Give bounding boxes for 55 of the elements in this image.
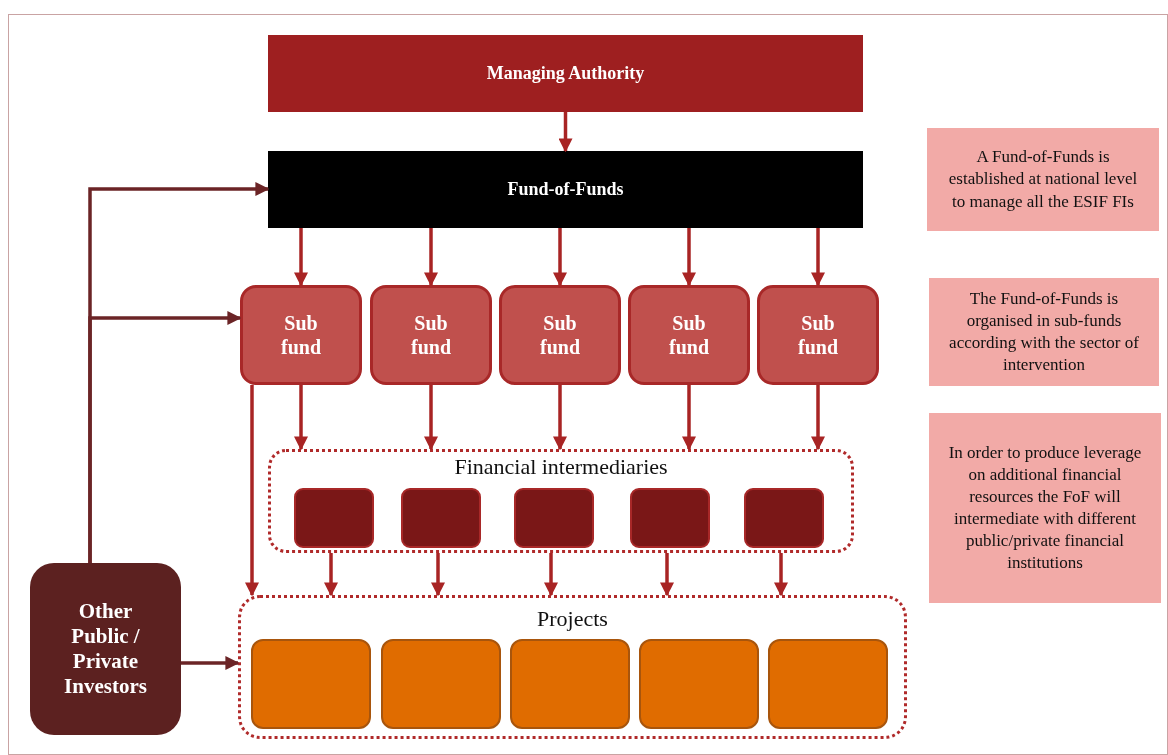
group-heading: Projects: [537, 606, 608, 632]
project-box: [639, 639, 759, 729]
sub-fund-box: [370, 285, 492, 385]
box-label: In order to produce leverage on additional financial resources the FoF will intermediate with different public/private financial institutions: [947, 441, 1143, 575]
arrow: [682, 385, 696, 451]
arrow: [324, 553, 338, 597]
arrow: [811, 228, 825, 287]
box-label: Sub fund: [539, 311, 581, 359]
fund-box: [268, 151, 863, 228]
arrow: [88, 311, 242, 563]
sub-fund-box: [240, 285, 362, 385]
intermediary-box: [630, 488, 710, 548]
note-box: [927, 128, 1159, 231]
projects-group: [238, 595, 907, 739]
authority-box: [268, 35, 863, 112]
project-box: [768, 639, 888, 729]
arrow: [245, 385, 259, 597]
arrow: [424, 228, 438, 287]
arrow: [682, 228, 696, 287]
sub-fund-box: [757, 285, 879, 385]
project-box: [510, 639, 630, 729]
arrow: [774, 553, 788, 597]
note-box: [929, 413, 1161, 603]
arrow: [558, 112, 573, 153]
box-label: The Fund-of-Funds is organised in sub-funds according with the sector of intervention: [948, 287, 1140, 377]
arrow: [811, 385, 825, 451]
intermediary-box: [744, 488, 824, 548]
arrow: [544, 553, 558, 597]
project-box: [251, 639, 371, 729]
arrow: [660, 553, 674, 597]
arrow: [424, 385, 438, 451]
box-label: Sub fund: [668, 311, 710, 359]
arrow: [294, 228, 308, 287]
box-label: A Fund-of-Funds is established at national level to manage all the ESIF FIs: [947, 146, 1139, 213]
arrow: [553, 228, 567, 287]
box-label: Other Public / Private Investors: [63, 598, 148, 700]
group-heading: Financial intermediaries: [454, 454, 668, 480]
intermediaries-group: [268, 449, 854, 553]
arrow: [431, 553, 445, 597]
box-label: Sub fund: [410, 311, 452, 359]
intermediary-box: [294, 488, 374, 548]
arrow: [294, 385, 308, 451]
box-label: Sub fund: [797, 311, 839, 359]
note-box: [929, 278, 1159, 386]
arrow: [553, 385, 567, 451]
sub-fund-box: [499, 285, 621, 385]
box-label: Managing Authority: [486, 63, 645, 84]
intermediary-box: [514, 488, 594, 548]
investor-box: [30, 563, 181, 735]
box-label: Fund-of-Funds: [507, 179, 624, 200]
arrow: [181, 656, 240, 670]
box-label: Sub fund: [280, 311, 322, 359]
intermediary-box: [401, 488, 481, 548]
project-box: [381, 639, 501, 729]
sub-fund-box: [628, 285, 750, 385]
